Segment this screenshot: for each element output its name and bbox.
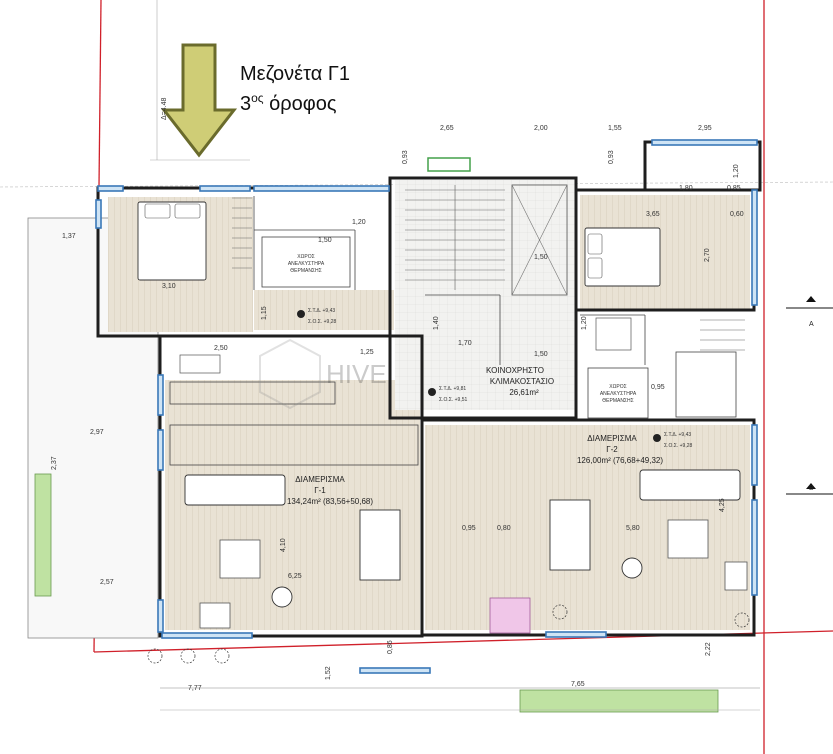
planters	[147, 604, 750, 664]
bottom-terrace	[160, 687, 760, 713]
heater-room-r-l3: ΘΕΡΜΑΝΣΗΣ	[602, 398, 633, 404]
dim-150c: 1,50	[534, 351, 548, 358]
level-marker-icons	[297, 310, 661, 442]
dim-093: 0,93	[402, 150, 409, 164]
heater-room-r-l1: ΧΩΡΟΣ	[609, 384, 626, 390]
left-terrace	[27, 217, 159, 639]
level-left-std: Σ.Τ.Δ. +9,43	[308, 308, 335, 314]
down-arrow-icon	[160, 43, 238, 158]
dim-180: 1,80	[679, 185, 693, 192]
apartment-g2-name: ΔΙΑΜΕΡΙΣΜΑ	[587, 434, 637, 443]
top-dim-3: 1,55	[608, 125, 622, 132]
level-left-sos: Σ.Ο.Σ. +9,28	[308, 319, 336, 325]
apartment-g1-code: Γ-1	[314, 486, 326, 495]
dim-365: 3,65	[646, 211, 660, 218]
common-area-std: Σ.Τ.Δ. +9,81	[439, 386, 466, 392]
level-marker-icon	[297, 310, 305, 318]
dim-580: 5,80	[626, 525, 640, 532]
dim-140: 1,40	[433, 316, 440, 330]
dim-115: 1,15	[261, 306, 268, 320]
dim-125: 1,25	[360, 349, 374, 356]
dim-270: 2,70	[704, 248, 711, 262]
apartment-g2-area: 126,00m² (76,68+49,32)	[577, 456, 663, 465]
dim-095b: 0,95	[462, 525, 476, 532]
furniture	[137, 157, 748, 634]
level-marker-icon	[428, 388, 436, 396]
common-area-name-2: ΚΛΙΜΑΚΟΣΤΑΣΙΟ	[490, 377, 554, 386]
heater-room-l3: ΘΕΡΜΑΝΣΗΣ	[290, 268, 321, 274]
apartment-g2-code: Γ-2	[606, 445, 618, 454]
title-line1: Μεζονέτα Γ1	[240, 63, 350, 85]
dim-120b: 1,20	[733, 164, 740, 178]
common-area-area: 26,61m²	[509, 388, 539, 397]
dim-095a: 0,95	[651, 384, 665, 391]
dim-080: 0,80	[497, 525, 511, 532]
dim-237: 2,37	[51, 456, 58, 470]
dim-765: 7,65	[571, 681, 585, 688]
section-marker-b: B	[809, 485, 814, 492]
dim-085: 0,85	[727, 185, 741, 192]
heater-room-r-l2: ΑΝΕΛΚΥΣΤΗΡΑ	[600, 391, 637, 397]
title-line2: 3ος όροφος	[240, 91, 337, 115]
windows	[95, 139, 758, 674]
apartment-g1-name: ΔΙΑΜΕΡΙΣΜΑ	[295, 475, 345, 484]
watermark-text: HIVE	[326, 359, 387, 389]
staircase	[232, 184, 745, 351]
dim-120c: 1,20	[581, 316, 588, 330]
dim-410: 4,10	[280, 538, 287, 552]
street-lines	[150, 0, 250, 161]
level-marker-icon	[653, 434, 661, 442]
heater-room-l1: ΧΩΡΟΣ	[297, 254, 314, 260]
dim-250: 2,50	[214, 345, 228, 352]
top-dim-4: 2,95	[698, 125, 712, 132]
dim-150b: 1,50	[534, 254, 548, 261]
dim-625: 6,25	[288, 573, 302, 580]
dim-060: 0,60	[730, 211, 744, 218]
top-dim-1: 2,65	[440, 125, 454, 132]
dim-150: 1,50	[318, 237, 332, 244]
level-right-std: Σ.Τ.Δ. +9,43	[664, 432, 691, 438]
dim-297: 2,97	[90, 429, 104, 436]
heater-room-l2: ΑΝΕΛΚΥΣΤΗΡΑ	[288, 261, 325, 267]
dim-170: 1,70	[458, 340, 472, 347]
dim-310: 3,10	[162, 283, 176, 290]
dim-120a: 1,20	[352, 219, 366, 226]
dim-777: 7,77	[188, 685, 202, 692]
watermark-logo	[259, 338, 321, 410]
top-dim-2: 2,00	[534, 125, 548, 132]
dim-093b: 0,93	[608, 150, 615, 164]
common-area-sos: Σ.Ο.Σ. +9,51	[439, 397, 467, 403]
dim-152: 1,52	[325, 666, 332, 680]
dim-257: 2,57	[100, 579, 114, 586]
section-markers	[786, 296, 833, 495]
street-label: Δ=4.48	[161, 98, 168, 120]
dim-137: 1,37	[62, 233, 76, 240]
common-area-name-1: ΚΟΙΝΟΧΡΗΣΤΟ	[486, 366, 544, 375]
level-right-sos: Σ.Ο.Σ. +9,28	[664, 443, 692, 449]
dim-425: 4,25	[719, 498, 726, 512]
apartment-g1-area: 134,24m² (83,56+50,68)	[287, 497, 373, 506]
section-marker-a: A	[809, 321, 814, 328]
dim-086: 0,86	[387, 640, 394, 654]
dim-222: 2,22	[705, 642, 712, 656]
